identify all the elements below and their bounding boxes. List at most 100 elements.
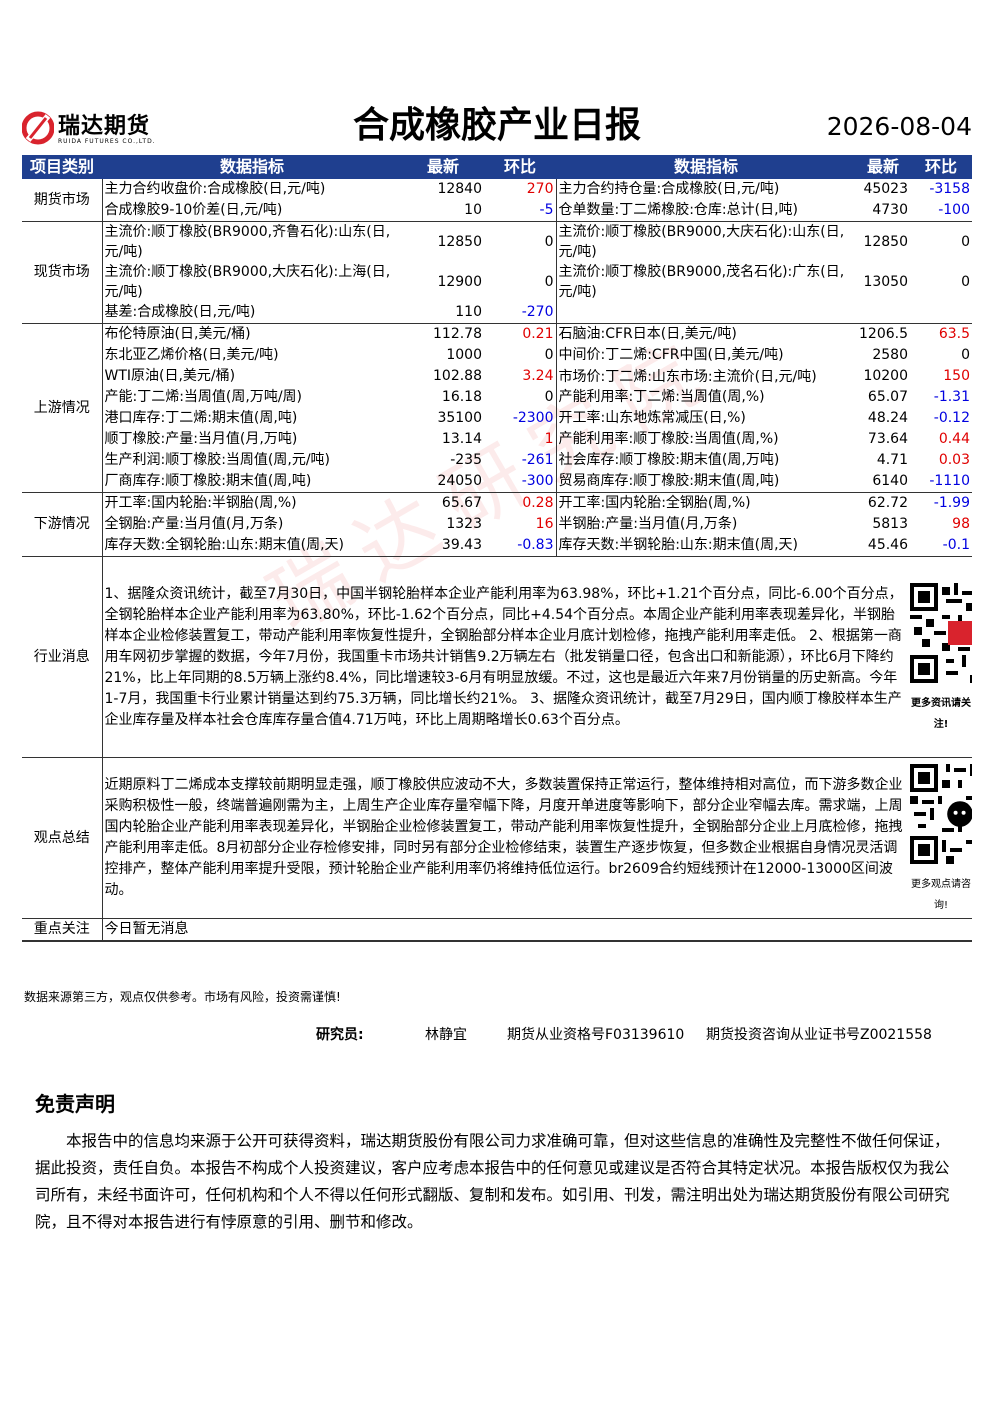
latest-value: 39.43 [402, 535, 484, 557]
indicator-name: 库存天数:全钢轮胎:山东:期末值(周,天) [102, 535, 402, 557]
change-value: -100 [910, 200, 972, 222]
change-value: 98 [952, 516, 970, 532]
view-text: 近期原料丁二烯成本支撑较前期明显走强，顺丁橡胶供应波动不大，多数装置保持正常运行… [102, 757, 910, 919]
empty-cell [910, 302, 972, 324]
latest-value: 1000 [446, 347, 482, 363]
table-row: 厂商库存:顺丁橡胶:期末值(周,吨) 24050 -300 贸易商库存:顺丁橡胶… [22, 471, 972, 493]
indicator-name: 主流价:顺丁橡胶(BR9000,茂名石化):广东(日,元/吨) [558, 264, 845, 300]
indicator-name: 开工率:国内轮胎:全钢胎(周,%) [558, 495, 751, 511]
report-date: 2026-08-04 [826, 112, 972, 141]
indicator-name: 全钢胎:产量:当月值(月,万条) [104, 516, 284, 532]
indicator-name: 东北亚乙烯价格(日,美元/吨) [104, 347, 279, 363]
header-change-right: 环比 [910, 155, 972, 179]
indicator-name: 开工率:国内轮胎:半钢胎(周,%) [104, 495, 297, 511]
indicator-name: 厂商库存:顺丁橡胶:期末值(周,吨) [102, 471, 402, 493]
table-row: 生产利润:顺丁橡胶:当周值(周,元/吨) -235 -261 社会库存:顺丁橡胶… [22, 450, 972, 471]
latest-value: 110 [402, 302, 484, 324]
indicator-name: 开工率:山东地炼常减压(日,%) [558, 410, 746, 426]
change-value: -270 [484, 302, 557, 324]
logo-subtext: RUIDA FUTURES CO.,LTD. [58, 138, 156, 145]
indicator-name: 港口库存:丁二烯:期末值(周,吨) [104, 410, 298, 426]
change-value: -1110 [910, 471, 972, 493]
disclaimer-body: 本报告中的信息均来源于公开可获得资料，瑞达期货股份有限公司力求准确可靠，但对这些… [35, 1132, 950, 1231]
researcher-label: 研究员: [316, 1027, 364, 1043]
consult-license-number: 期货投资咨询从业证书号Z0021558 [706, 1027, 932, 1043]
indicator-name: WTI原油(日,美元/桶) [104, 368, 236, 384]
latest-value: 13050 [863, 273, 908, 290]
change-value: 0 [961, 273, 970, 290]
category-news: 行业消息 [22, 556, 103, 758]
change-value: -2300 [484, 408, 557, 429]
change-value: -1.99 [933, 495, 970, 511]
table-row: 港口库存:丁二烯:期末值(周,吨) 35100 -2300 开工率:山东地炼常减… [22, 408, 972, 429]
latest-value: 5813 [872, 516, 908, 532]
latest-value: 4.71 [876, 452, 908, 468]
header-latest-left: 最新 [402, 155, 484, 179]
change-value: 0 [484, 262, 557, 302]
table-header-row: 项目类别 数据指标 最新 环比 数据指标 最新 环比 [22, 155, 972, 179]
latest-value: 12850 [863, 233, 908, 250]
indicator-name: 合成橡胶9-10价差(日,元/吨) [102, 200, 402, 222]
latest-value: 13.14 [441, 431, 482, 447]
indicator-name: 贸易商库存:顺丁橡胶:期末值(周,吨) [556, 471, 856, 493]
latest-value: 10 [402, 200, 484, 222]
table-row: 上游情况 布伦特原油(日,美元/桶) 112.78 0.21 石脑油:CFR日本… [22, 323, 972, 493]
focus-text: 今日暂无消息 [102, 918, 972, 942]
change-value: -0.83 [484, 535, 557, 557]
latest-value: 62.72 [867, 495, 908, 511]
category-futures: 期货市场 [22, 179, 103, 222]
researcher-name: 林静宜 [425, 1027, 467, 1043]
header-indicator-left: 数据指标 [102, 155, 402, 179]
header-indicator-right: 数据指标 [556, 155, 856, 179]
change-value: 270 [484, 179, 557, 200]
table-row: 现货市场 主流价:顺丁橡胶(BR9000,齐鲁石化):山东(日,元/吨) 128… [22, 221, 972, 324]
latest-value: 45023 [863, 181, 908, 197]
latest-value: 2580 [872, 347, 908, 363]
indicator-name: 仓单数量:丁二烯橡胶:仓库:总计(日,吨) [556, 200, 856, 222]
change-value: 1 [484, 429, 557, 450]
qr-code-icon [910, 583, 972, 683]
qr-code-icon [910, 764, 972, 864]
table-row: 合成橡胶9-10价差(日,元/吨) 10 -5 仓单数量:丁二烯橡胶:仓库:总计… [22, 200, 972, 222]
latest-value: 102.88 [433, 368, 482, 384]
latest-value: 12840 [437, 181, 482, 197]
latest-value: 65.07 [867, 389, 908, 405]
indicator-name: 布伦特原油(日,美元/桶) [104, 326, 251, 342]
indicator-name: 主力合约收盘价:合成橡胶(日,元/吨) [104, 181, 326, 197]
change-value: -3158 [929, 181, 970, 197]
change-value: 0 [484, 387, 557, 408]
change-value: -1.31 [933, 389, 970, 405]
logo-text: 瑞达期货 [58, 114, 151, 139]
latest-value: 4730 [856, 200, 910, 222]
change-value: 0 [484, 345, 557, 366]
change-value: 16 [484, 514, 557, 535]
indicator-name: 社会库存:顺丁橡胶:期末值(周,万吨) [558, 452, 780, 468]
indicator-name: 中间价:丁二烯:CFR中国(日,美元/吨) [558, 347, 784, 363]
change-value: 0 [961, 233, 970, 250]
latest-value: 16.18 [441, 389, 482, 405]
header-change-left: 环比 [484, 155, 556, 179]
risk-note: 数据来源第三方，观点仅供参考。市场有风险，投资需谨慎! [24, 990, 341, 1004]
report-title: 合成橡胶产业日报 [352, 105, 641, 146]
category-upstream: 上游情况 [22, 323, 103, 493]
data-table: 项目类别 数据指标 最新 环比 数据指标 最新 环比 期货市场 主力合约收盘价:… [22, 155, 972, 942]
indicator-name: 主流价:顺丁橡胶(BR9000,大庆石化):山东(日,元/吨) [558, 224, 845, 260]
indicator-name: 主力合约持仓量:合成橡胶(日,元/吨) [558, 181, 780, 197]
indicator-name: 库存天数:半钢轮胎:山东:期末值(周,天) [556, 535, 856, 557]
latest-value: 10200 [863, 368, 908, 384]
indicator-name: 石脑油:CFR日本(日,美元/吨) [558, 326, 737, 342]
view-qr-block: 更多观点请咨询! [910, 757, 972, 919]
latest-value: -235 [450, 452, 482, 468]
change-value: -0.1 [910, 535, 972, 557]
indicator-name: 产能利用率:顺丁橡胶:当周值(周,%) [558, 431, 779, 447]
latest-value: 12900 [437, 273, 482, 290]
table-row: 产能:丁二烯:当周值(周,万吨/周) 16.18 0 产能利用率:丁二烯:当周值… [22, 387, 972, 408]
category-view: 观点总结 [22, 757, 103, 919]
change-value: -300 [484, 471, 557, 493]
latest-value: 24050 [402, 471, 484, 493]
indicator-name: 主流价:顺丁橡胶(BR9000,大庆石化):上海(日,元/吨) [104, 264, 391, 300]
table-row: 行业消息 1、据隆众资讯统计，截至7月30日，中国半钢轮胎样本企业产能利用率为6… [22, 556, 972, 758]
indicator-name: 半钢胎:产量:当月值(月,万条) [558, 516, 738, 532]
latest-value: 48.24 [867, 410, 908, 426]
change-value: -5 [484, 200, 557, 222]
